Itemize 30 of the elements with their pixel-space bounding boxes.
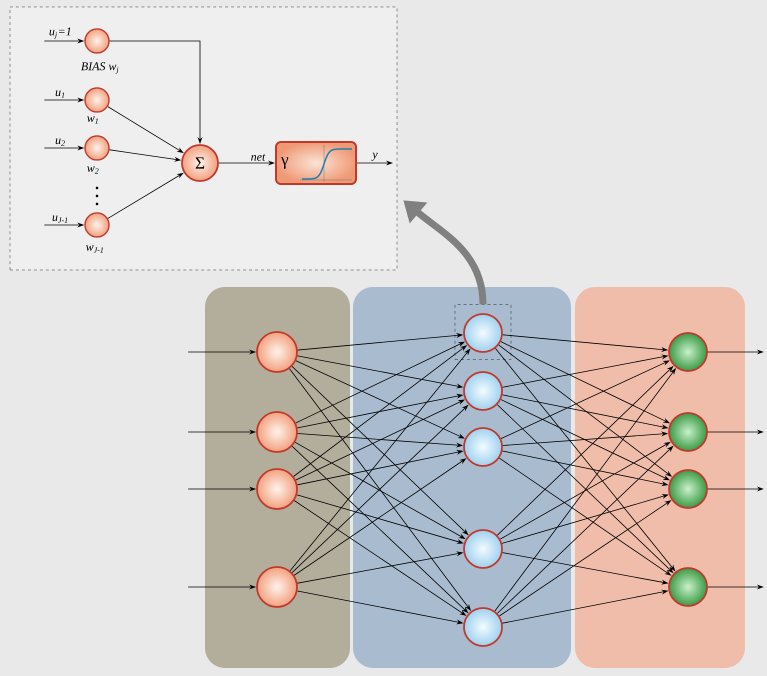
edge-label: y (371, 152, 378, 161)
edge-label: u$_{j}$=1 (50, 27, 70, 39)
neuron-circle (256, 468, 298, 510)
inset-frame (10, 6, 398, 270)
neuron-circle (256, 566, 298, 608)
neuron-circle (668, 469, 708, 509)
weight-label: w$_{1}$ (87, 116, 98, 124)
neuron-circle (463, 529, 503, 569)
weight-label: BIAS w$_{j}$ (81, 62, 118, 74)
edge-label: u$_{2}$ (56, 138, 65, 146)
neuron-circle (84, 87, 110, 113)
neuron-circle (463, 371, 503, 411)
neuron-circle (668, 332, 708, 372)
activation-box: γ (275, 140, 357, 185)
neuron-circle (84, 212, 110, 238)
edge-label: u$_{1}$ (56, 90, 64, 98)
neuron-circle (84, 135, 110, 161)
weight-label: w$_{J-1}$ (86, 245, 103, 253)
neuron-circle (463, 607, 503, 647)
selection-box (454, 304, 512, 360)
neuron-circle (463, 427, 503, 467)
edge-label: u$_{J-1}$ (52, 215, 68, 223)
neuron-circle (463, 313, 503, 353)
neuron-circle (84, 28, 110, 54)
neuron-circle (668, 412, 708, 452)
neuron-circle (668, 567, 708, 607)
neuron-circle (256, 331, 298, 373)
edge-label: net (251, 154, 266, 161)
neuron-circle (256, 411, 298, 453)
weight-label: w$_{2}$ (87, 166, 99, 174)
